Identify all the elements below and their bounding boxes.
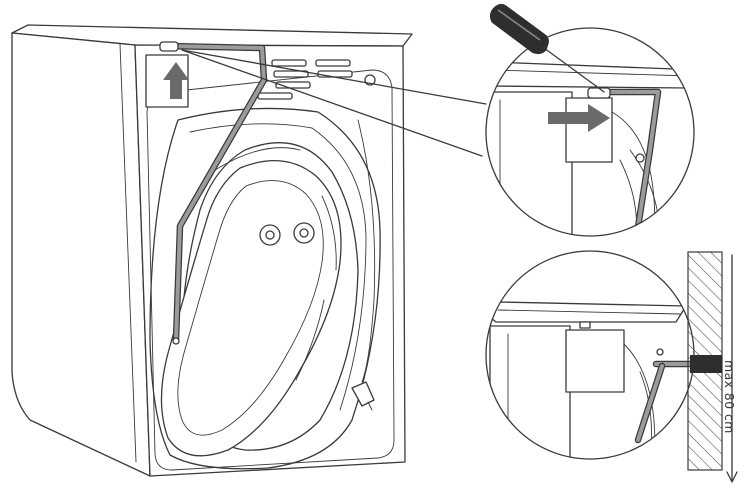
cable-clip	[159, 41, 179, 52]
appliance-rear-view	[11, 24, 413, 477]
drum-ring	[181, 142, 359, 451]
power-plug	[351, 381, 375, 407]
spacer-end	[690, 355, 722, 373]
arrow-down-icon	[726, 254, 738, 483]
detail-bottom-body	[489, 325, 571, 459]
screwdriver-icon	[489, 3, 605, 93]
detail-circle-bottom	[485, 250, 695, 460]
appliance-side-panel	[11, 32, 151, 477]
distance-label: max 80 cm	[722, 360, 737, 434]
drum-housing-inner	[189, 123, 367, 411]
arrow-right-icon	[548, 104, 610, 132]
callout-connector	[181, 49, 487, 157]
filter-cover-inner	[177, 180, 324, 436]
wall	[687, 251, 723, 471]
drum-housing	[149, 107, 381, 470]
detail-bottom-bracket	[565, 329, 625, 393]
side-panel-edge	[119, 43, 137, 463]
arrow-up-icon	[163, 62, 189, 99]
power-cord	[357, 119, 376, 383]
detail-circle-top	[485, 27, 695, 237]
